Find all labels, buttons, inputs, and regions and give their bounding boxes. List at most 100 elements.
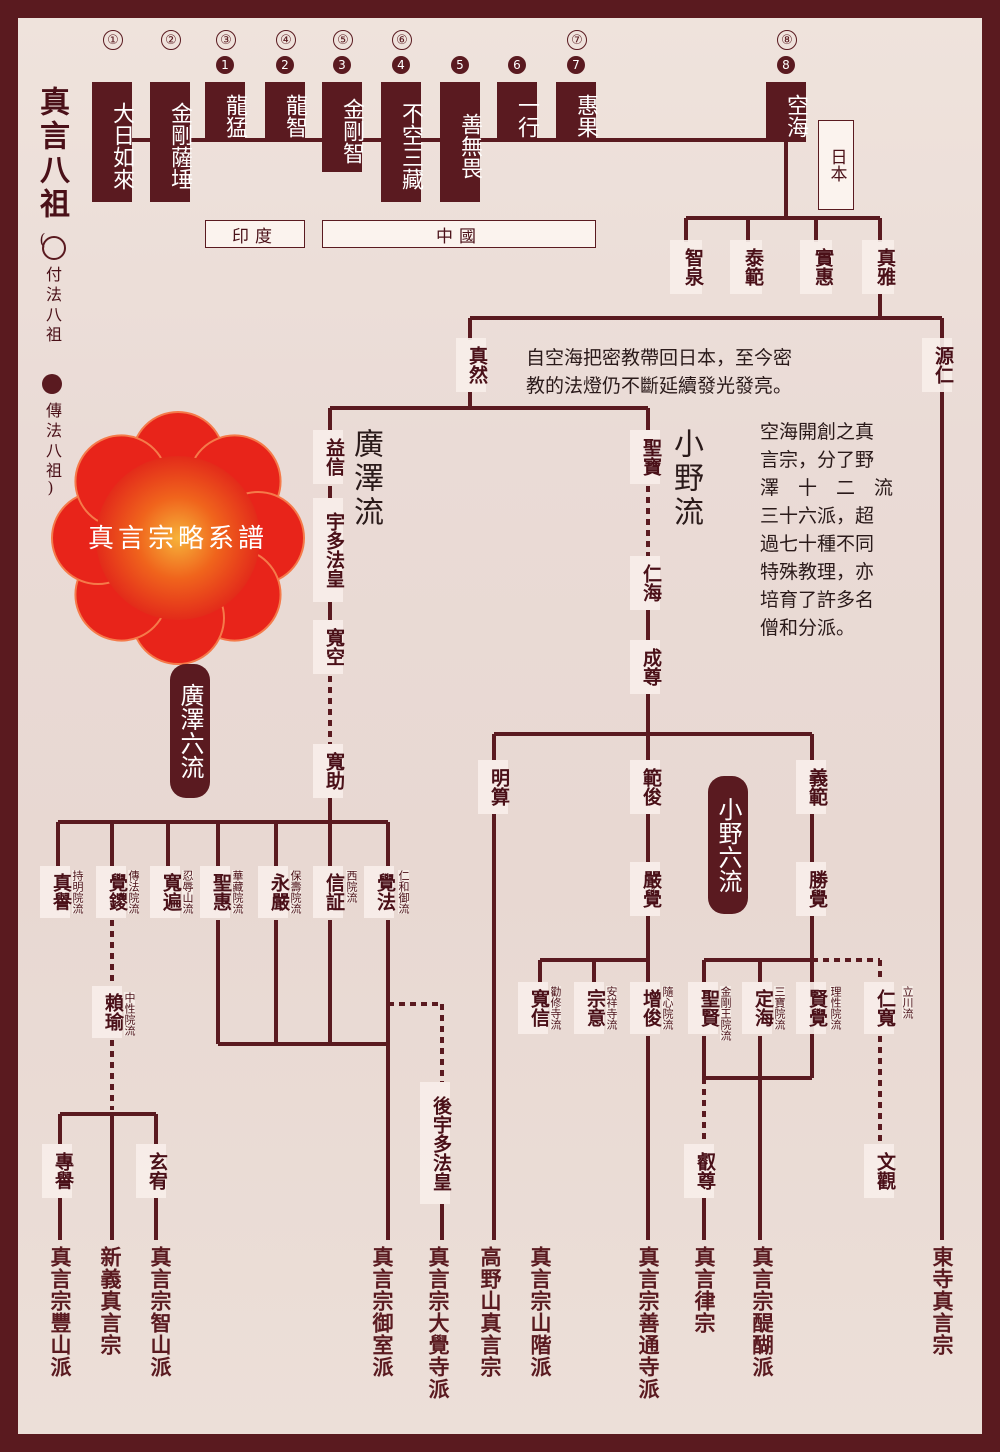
lineage-name: 賢覺 <box>796 982 828 1034</box>
lineage-name: 仁寬 <box>864 982 896 1034</box>
filled-circle-icon <box>42 374 62 394</box>
intro-line-2: 教的法燈仍不斷延續發光發亮。 <box>526 375 793 397</box>
lineage-name: 賴瑜 <box>92 986 124 1038</box>
fu-number-badge: ⑦ <box>567 30 587 50</box>
school-sub-label: 金剛王院流 <box>719 986 732 1041</box>
lineage-name: 勝覺 <box>796 862 828 916</box>
lineage-name: 真然 <box>456 338 488 392</box>
patriarch-box: 空海 <box>766 82 808 142</box>
side-text-line: 培育了許多名 <box>760 589 875 611</box>
school-sub-label: 傳法院流 <box>127 870 140 914</box>
sect-name: 真言宗御室派 <box>370 1246 395 1378</box>
kukai-disciple: 真雅 <box>862 240 896 294</box>
kukai-disciple: 智泉 <box>670 240 704 294</box>
lineage-name: 益信 <box>313 430 345 484</box>
lineage-name: 聖寶 <box>630 430 662 484</box>
sect-name: 真言律宗 <box>692 1246 717 1334</box>
region-china: 中國 <box>322 220 596 248</box>
lineage-name: 覺法 <box>364 866 396 918</box>
lineage-name: 明算 <box>478 760 510 814</box>
lineage-name: 寬遍 <box>150 866 182 918</box>
side-text-line: 言宗，分了野 <box>760 449 875 471</box>
lineage-name: 覺鑁 <box>96 866 128 918</box>
sect-name: 真言宗善通寺派 <box>636 1246 661 1400</box>
lineage-name: 寬助 <box>313 744 345 798</box>
lineage-name: 信証 <box>313 866 345 918</box>
fu-number-badge: ⑥ <box>392 30 412 50</box>
school-sub-label: 三寶院流 <box>773 986 786 1030</box>
legend-den-label: 傳法八祖 <box>43 402 62 482</box>
fu-number-badge: ② <box>161 30 181 50</box>
fu-number-badge: ⑤ <box>333 30 353 50</box>
region-india: 印度 <box>205 220 305 248</box>
fu-number-badge: ④ <box>276 30 296 50</box>
school-sub-label: 華藏院流 <box>231 870 244 914</box>
sect-name: 高野山真言宗 <box>478 1246 503 1378</box>
lineage-name: 仁海 <box>630 556 662 610</box>
lineage-name: 永嚴 <box>258 866 290 918</box>
hirosawa-school-heading: 廣澤流 <box>348 428 383 530</box>
patriarch-box: 不空三藏 <box>381 82 423 202</box>
school-sub-label: 理性院流 <box>829 986 842 1030</box>
center-title: 真言宗略系譜 <box>87 524 268 554</box>
school-sub-label: 仁和御流 <box>397 870 410 914</box>
lineage-name: 範俊 <box>630 760 662 814</box>
lineage-name: 後宇多法皇 <box>420 1082 452 1204</box>
school-sub-label: 保壽院流 <box>289 870 302 914</box>
ono-six-badge: 小野六流 <box>708 776 748 914</box>
sect-name: 東寺真言宗 <box>930 1246 955 1356</box>
intro-line-1: 自空海把密教帶回日本，至今密 <box>526 347 793 369</box>
lineage-name: 寬空 <box>313 620 345 674</box>
region-japan: 日本 <box>818 120 854 210</box>
den-number-badge: 5 <box>451 56 469 74</box>
den-number-badge: 6 <box>508 56 526 74</box>
side-text-line: 過七十種不同 <box>760 533 875 555</box>
lineage-name: 嚴覺 <box>630 862 662 916</box>
legend-fu-label: 付法八祖 <box>43 266 62 346</box>
sect-name: 真言宗豐山派 <box>48 1246 73 1378</box>
fu-number-badge: ⑧ <box>777 30 797 50</box>
patriarch-box: 大日如來 <box>92 82 134 202</box>
lineage-name: 真譽 <box>40 866 72 918</box>
school-sub-label: 勸修寺流 <box>549 986 562 1030</box>
den-number-badge: 1 <box>216 56 234 74</box>
side-text-line: 澤 十 二 流 <box>760 477 894 499</box>
school-sub-label: 持明院流 <box>71 870 84 914</box>
side-text-line: 僧和分派。 <box>760 617 856 639</box>
kukai-disciple: 實惠 <box>800 240 834 294</box>
lineage-name: 寬信 <box>518 982 550 1034</box>
lineage-name: 宗意 <box>574 982 606 1034</box>
school-sub-label: 立川流 <box>901 986 914 1019</box>
school-sub-label: 隨心院流 <box>661 986 674 1030</box>
lotus-flower-icon <box>51 411 305 665</box>
lineage-name: 宇多法皇 <box>313 498 345 602</box>
side-text: 空海開創之真言宗，分了野澤 十 二 流三十六派，超過七十種不同特殊教理，亦培育了… <box>760 418 910 642</box>
school-sub-label: 中性院流 <box>123 992 136 1036</box>
side-text-line: 三十六派，超 <box>760 505 875 527</box>
ono-school-heading: 小野流 <box>668 428 703 530</box>
lineage-name: 義範 <box>796 760 828 814</box>
page-title: 真言八祖 <box>34 86 69 222</box>
patriarch-box: 金剛智 <box>322 82 364 172</box>
school-sub-label: 安祥寺流 <box>605 986 618 1030</box>
open-circle-icon <box>42 236 66 260</box>
den-number-badge: 2 <box>276 56 294 74</box>
sect-name: 真言宗山階派 <box>528 1246 553 1378</box>
school-sub-label: 忍辱山流 <box>181 870 194 914</box>
lineage-name: 源仁 <box>922 338 954 392</box>
patriarch-box: 龍智 <box>265 82 307 142</box>
legend-close-paren: ) <box>41 478 60 497</box>
sect-name: 真言宗大覺寺派 <box>426 1246 451 1400</box>
den-number-badge: 7 <box>567 56 585 74</box>
patriarch-box: 惠果 <box>556 82 598 142</box>
den-number-badge: 8 <box>777 56 795 74</box>
sect-name: 真言宗醍醐派 <box>750 1246 775 1378</box>
kukai-disciple: 泰範 <box>730 240 764 294</box>
patriarch-box: 一行 <box>497 82 539 142</box>
intro-text: 自空海把密教帶回日本，至今密 教的法燈仍不斷延續發光發亮。 <box>526 344 906 400</box>
lineage-name: 專譽 <box>42 1144 74 1198</box>
lineage-name: 聖賢 <box>688 982 720 1034</box>
patriarch-box: 金剛薩埵 <box>150 82 192 202</box>
patriarch-box: 善無畏 <box>440 82 482 202</box>
